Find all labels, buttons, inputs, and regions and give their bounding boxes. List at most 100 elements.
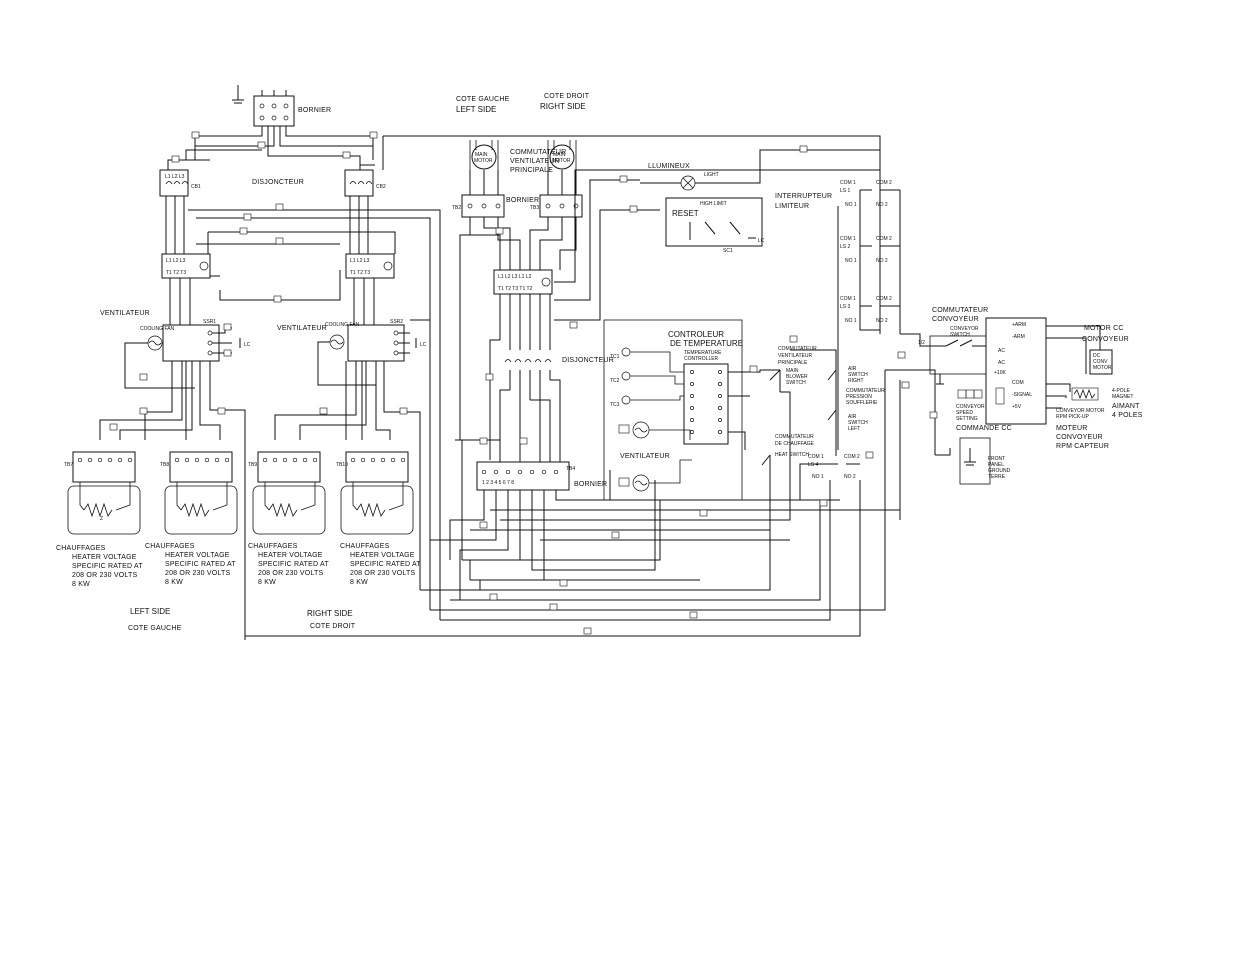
svg-text:INTERRUPTEUR: INTERRUPTEUR — [775, 193, 832, 200]
svg-text:COOLING FAN: COOLING FAN — [140, 326, 175, 332]
bornier-top-label: BORNIER — [298, 107, 331, 114]
heater-right-1: TB9 — [248, 451, 326, 535]
svg-text:COM 1: COM 1 — [840, 236, 856, 242]
svg-text:CHAUFFAGES: CHAUFFAGES — [56, 545, 106, 552]
svg-text:+5V: +5V — [1012, 404, 1022, 410]
svg-text:MAIN: MAIN — [786, 368, 799, 374]
air-switches: AIR SWITCH RIGHT COMMUTATEUR PRESSION SO… — [790, 349, 885, 456]
heater-left-2: TB8 — [160, 451, 238, 535]
svg-text:TB7: TB7 — [64, 462, 73, 468]
cote-gauche-bottom-label: COTE GAUCHE — [128, 625, 182, 632]
ssr-heater-wires — [99, 361, 421, 640]
svg-text:208 OR 230 VOLTS: 208 OR 230 VOLTS — [165, 570, 230, 577]
conveyor-control: COMMUTATEUR CONVOYEUR CONVEYOR SWITCH 1/… — [885, 307, 1143, 485]
svg-text:TB10: TB10 — [336, 462, 348, 468]
svg-text:CHAUFFAGES: CHAUFFAGES — [340, 543, 390, 550]
svg-text:L1 L2 L3: L1 L2 L3 — [350, 258, 370, 264]
svg-text:COM 2: COM 2 — [844, 454, 860, 460]
svg-text:208 OR 230 VOLTS: 208 OR 230 VOLTS — [350, 570, 415, 577]
lumineux-label: LLUMINEUX — [648, 163, 690, 170]
svg-text:T1 T2 T3 T1 T2: T1 T2 T3 T1 T2 — [498, 286, 533, 292]
svg-text:HEATER VOLTAGE: HEATER VOLTAGE — [165, 552, 230, 559]
svg-text:LC: LC — [244, 342, 251, 348]
svg-text:FRONT: FRONT — [988, 456, 1005, 462]
svg-text:MAGNET: MAGNET — [1112, 394, 1133, 400]
left-side-bottom-label: LEFT SIDE — [130, 607, 170, 616]
svg-text:CONVOYEUR: CONVOYEUR — [1082, 336, 1129, 343]
svg-text:CONVEYOR MOTOR: CONVEYOR MOTOR — [1056, 408, 1105, 414]
svg-text:SPEED: SPEED — [956, 410, 973, 416]
svg-text:CONVEYOR: CONVEYOR — [950, 326, 979, 332]
svg-text:HEATER VOLTAGE: HEATER VOLTAGE — [350, 552, 415, 559]
disjoncteur-left-label: DISJONCTEUR — [252, 179, 304, 186]
left-contactor: L1 L2 L3 T1 T2 T3 — [161, 253, 211, 279]
rpm-pickup-magnet-icon — [1071, 387, 1099, 401]
svg-text:SSR1: SSR1 — [203, 319, 216, 325]
ventilateur-left-label: VENTILATEUR — [100, 310, 150, 317]
svg-text:NO 1: NO 1 — [845, 202, 857, 208]
svg-text:L1 L2 L3: L1 L2 L3 — [165, 174, 185, 180]
svg-text:CHAUFFAGES: CHAUFFAGES — [248, 543, 298, 550]
heater-left-1: TB7 Z — [64, 451, 141, 535]
svg-text:MOTOR: MOTOR — [474, 158, 493, 164]
svg-text:NO 2: NO 2 — [876, 258, 888, 264]
mid-contactor: L1 L2 L3 L1 L2 T1 T2 T3 T1 T2 — [493, 269, 553, 295]
svg-text:TB2: TB2 — [452, 205, 461, 211]
svg-text:TEMPERATURE: TEMPERATURE — [684, 350, 722, 356]
svg-text:LS 3: LS 3 — [840, 304, 851, 310]
svg-text:MOTOR: MOTOR — [1093, 365, 1112, 371]
cote-droit-bottom-label: COTE DROIT — [310, 623, 356, 630]
svg-text:SPECIFIC RATED AT: SPECIFIC RATED AT — [72, 563, 143, 570]
svg-text:CONTROLEUR: CONTROLEUR — [668, 330, 724, 339]
svg-text:COM: COM — [1012, 380, 1024, 386]
svg-text:LEFT: LEFT — [848, 426, 860, 432]
lower-terminal-block: TB4 1 2 3 4 5 6 7 8 BORNIER — [430, 439, 656, 600]
svg-text:L1 L2 L3 L1 L2: L1 L2 L3 L1 L2 — [498, 274, 532, 280]
svg-text:-ARM: -ARM — [1012, 334, 1025, 340]
dc-conveyor-motor-icon — [1089, 349, 1113, 375]
svg-text:COMMUTATEUR: COMMUTATEUR — [778, 346, 817, 352]
svg-text:SWITCH: SWITCH — [786, 380, 806, 386]
svg-text:8 KW: 8 KW — [258, 579, 276, 586]
svg-text:NO 2: NO 2 — [876, 202, 888, 208]
svg-text:TC1: TC1 — [610, 354, 620, 360]
svg-text:LIMITEUR: LIMITEUR — [775, 203, 809, 210]
mid-ssr: VENTILATEUR SSR2 LC COOLING FAN — [277, 319, 430, 386]
svg-text:PANEL: PANEL — [988, 462, 1004, 468]
light-and-limit: LLUMINEUX LIGHT HIGH LIMIT RESET INTERRU… — [640, 149, 880, 254]
svg-text:8 KW: 8 KW — [350, 579, 368, 586]
svg-text:SSR2: SSR2 — [390, 319, 403, 325]
svg-text:AC: AC — [998, 348, 1005, 354]
svg-text:SOUFFLERIE: SOUFFLERIE — [846, 400, 878, 406]
svg-text:1 2 3 4 5 6 7 8: 1 2 3 4 5 6 7 8 — [482, 480, 514, 486]
svg-text:VENTILATEUR: VENTILATEUR — [778, 353, 812, 359]
svg-text:4-POLE: 4-POLE — [1112, 388, 1130, 394]
svg-text:AIR: AIR — [848, 366, 857, 372]
cote-droit-top-label: COTE DROIT — [544, 93, 590, 100]
svg-text:SPECIFIC RATED AT: SPECIFIC RATED AT — [165, 561, 236, 568]
svg-text:MAIN: MAIN — [475, 152, 488, 158]
breaker-contactor-wires — [165, 196, 441, 620]
cote-gauche-top-label: COTE GAUCHE — [456, 96, 510, 103]
svg-text:208 OR 230 VOLTS: 208 OR 230 VOLTS — [258, 570, 323, 577]
right-side-bottom-label: RIGHT SIDE — [307, 609, 353, 618]
svg-text:COM 1: COM 1 — [840, 296, 856, 302]
mid-feed-wires — [469, 217, 577, 270]
svg-text:TC2: TC2 — [610, 378, 620, 384]
svg-text:1/2: 1/2 — [918, 340, 925, 346]
svg-text:T1 T2 T3: T1 T2 T3 — [350, 270, 370, 276]
svg-text:208 OR 230 VOLTS: 208 OR 230 VOLTS — [72, 572, 137, 579]
svg-text:CB2: CB2 — [376, 184, 386, 190]
svg-text:NO 1: NO 1 — [812, 474, 824, 480]
svg-text:HEATER VOLTAGE: HEATER VOLTAGE — [258, 552, 323, 559]
svg-text:COM 2: COM 2 — [876, 236, 892, 242]
svg-text:CONV: CONV — [1093, 359, 1108, 365]
svg-text:SWITCH: SWITCH — [848, 372, 868, 378]
main-feed-wires — [167, 126, 881, 334]
right-breaker: CB2 — [344, 169, 386, 197]
svg-text:DC: DC — [1093, 353, 1101, 359]
heater-right-2: TB10 — [336, 451, 414, 535]
svg-text:COMMUTATEUR: COMMUTATEUR — [846, 388, 885, 394]
svg-text:NO 2: NO 2 — [844, 474, 856, 480]
